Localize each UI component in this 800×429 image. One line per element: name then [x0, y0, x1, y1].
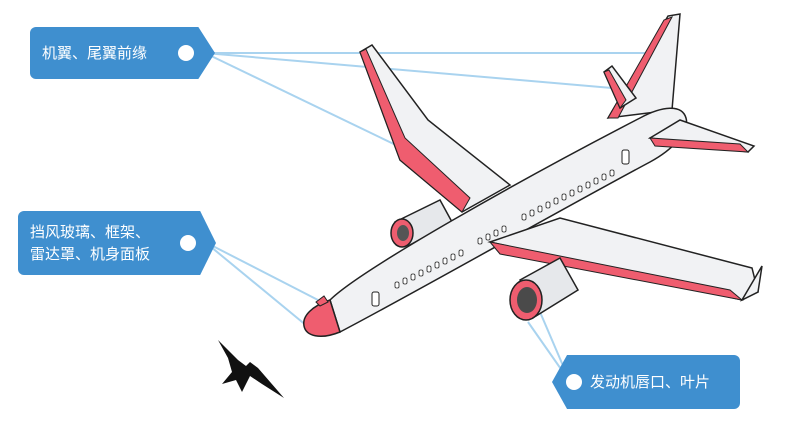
radome: [303, 299, 341, 338]
leader-line-wing-edge: [204, 52, 401, 148]
front-door: [371, 291, 380, 307]
windshield: [315, 295, 329, 307]
bird-silhouette: [218, 340, 284, 398]
left-wing: [359, 44, 512, 213]
right-engine: [509, 256, 580, 321]
winglet: [740, 265, 763, 302]
label-engine-text: 发动机唇口、叶片: [590, 373, 711, 391]
right-wing: [487, 217, 763, 302]
fuselage: [303, 107, 688, 338]
label-leading-edge-dot: [178, 45, 194, 61]
left-wing-leading-edge: [359, 48, 471, 213]
engine-fan-blades: [517, 287, 537, 313]
left-horizontal-stabilizer: [603, 64, 638, 110]
label-engine: 发动机唇口、叶片: [552, 355, 740, 409]
label-windshield-dot: [180, 235, 196, 251]
label-windshield-text-line2: 雷达罩、机身面板: [30, 245, 151, 263]
label-windshield-radome: 挡风玻璃、框架、 雷达罩、机身面板: [18, 211, 216, 275]
leader-line-windshield: [204, 241, 319, 301]
left-engine: [390, 199, 454, 248]
rear-door: [621, 149, 630, 165]
leader-line-horizontal-stabilizer: [204, 52, 613, 89]
label-leading-edge: 机翼、尾翼前缘: [30, 27, 215, 79]
right-horizontal-stabilizer: [647, 119, 756, 153]
leader-line-radome: [204, 241, 308, 327]
label-engine-dot: [566, 374, 582, 390]
label-windshield-text-line1: 挡风玻璃、框架、: [30, 223, 151, 241]
label-leading-edge-text: 机翼、尾翼前缘: [42, 44, 148, 62]
cabin-windows: [394, 169, 615, 289]
